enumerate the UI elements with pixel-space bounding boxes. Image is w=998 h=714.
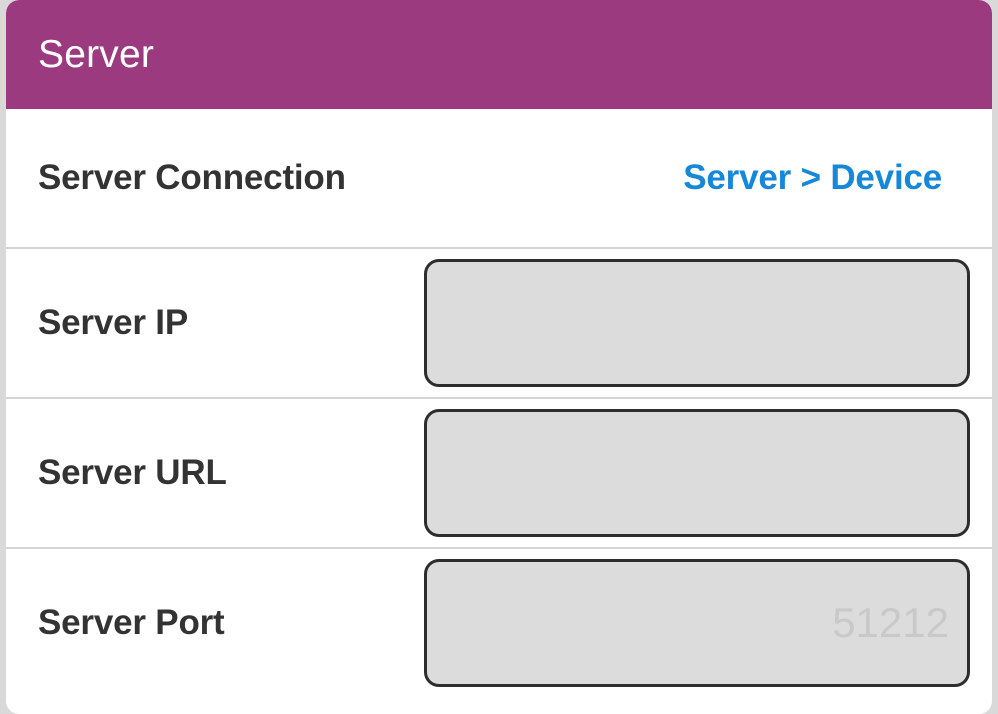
label-server-url: Server URL <box>38 453 227 492</box>
row-server-url: Server URL <box>6 397 992 547</box>
row-server-ip: Server IP <box>6 247 992 397</box>
row-server-port: Server Port <box>6 547 992 697</box>
label-server-connection: Server Connection <box>38 158 346 197</box>
server-ip-input[interactable] <box>424 259 970 387</box>
label-server-port: Server Port <box>38 603 225 642</box>
field-wrap-server-port <box>424 559 970 687</box>
field-wrap-server-url <box>424 409 970 537</box>
label-server-ip: Server IP <box>38 303 188 342</box>
server-settings-card: Server Server Connection Server > Device… <box>6 0 992 714</box>
server-url-input[interactable] <box>424 409 970 537</box>
server-port-input[interactable] <box>424 559 970 687</box>
row-server-connection[interactable]: Server Connection Server > Device <box>6 109 992 247</box>
section-header-server: Server <box>6 0 992 109</box>
page-title: Server <box>38 33 155 76</box>
field-wrap-server-ip <box>424 259 970 387</box>
value-server-connection[interactable]: Server > Device <box>683 158 942 197</box>
